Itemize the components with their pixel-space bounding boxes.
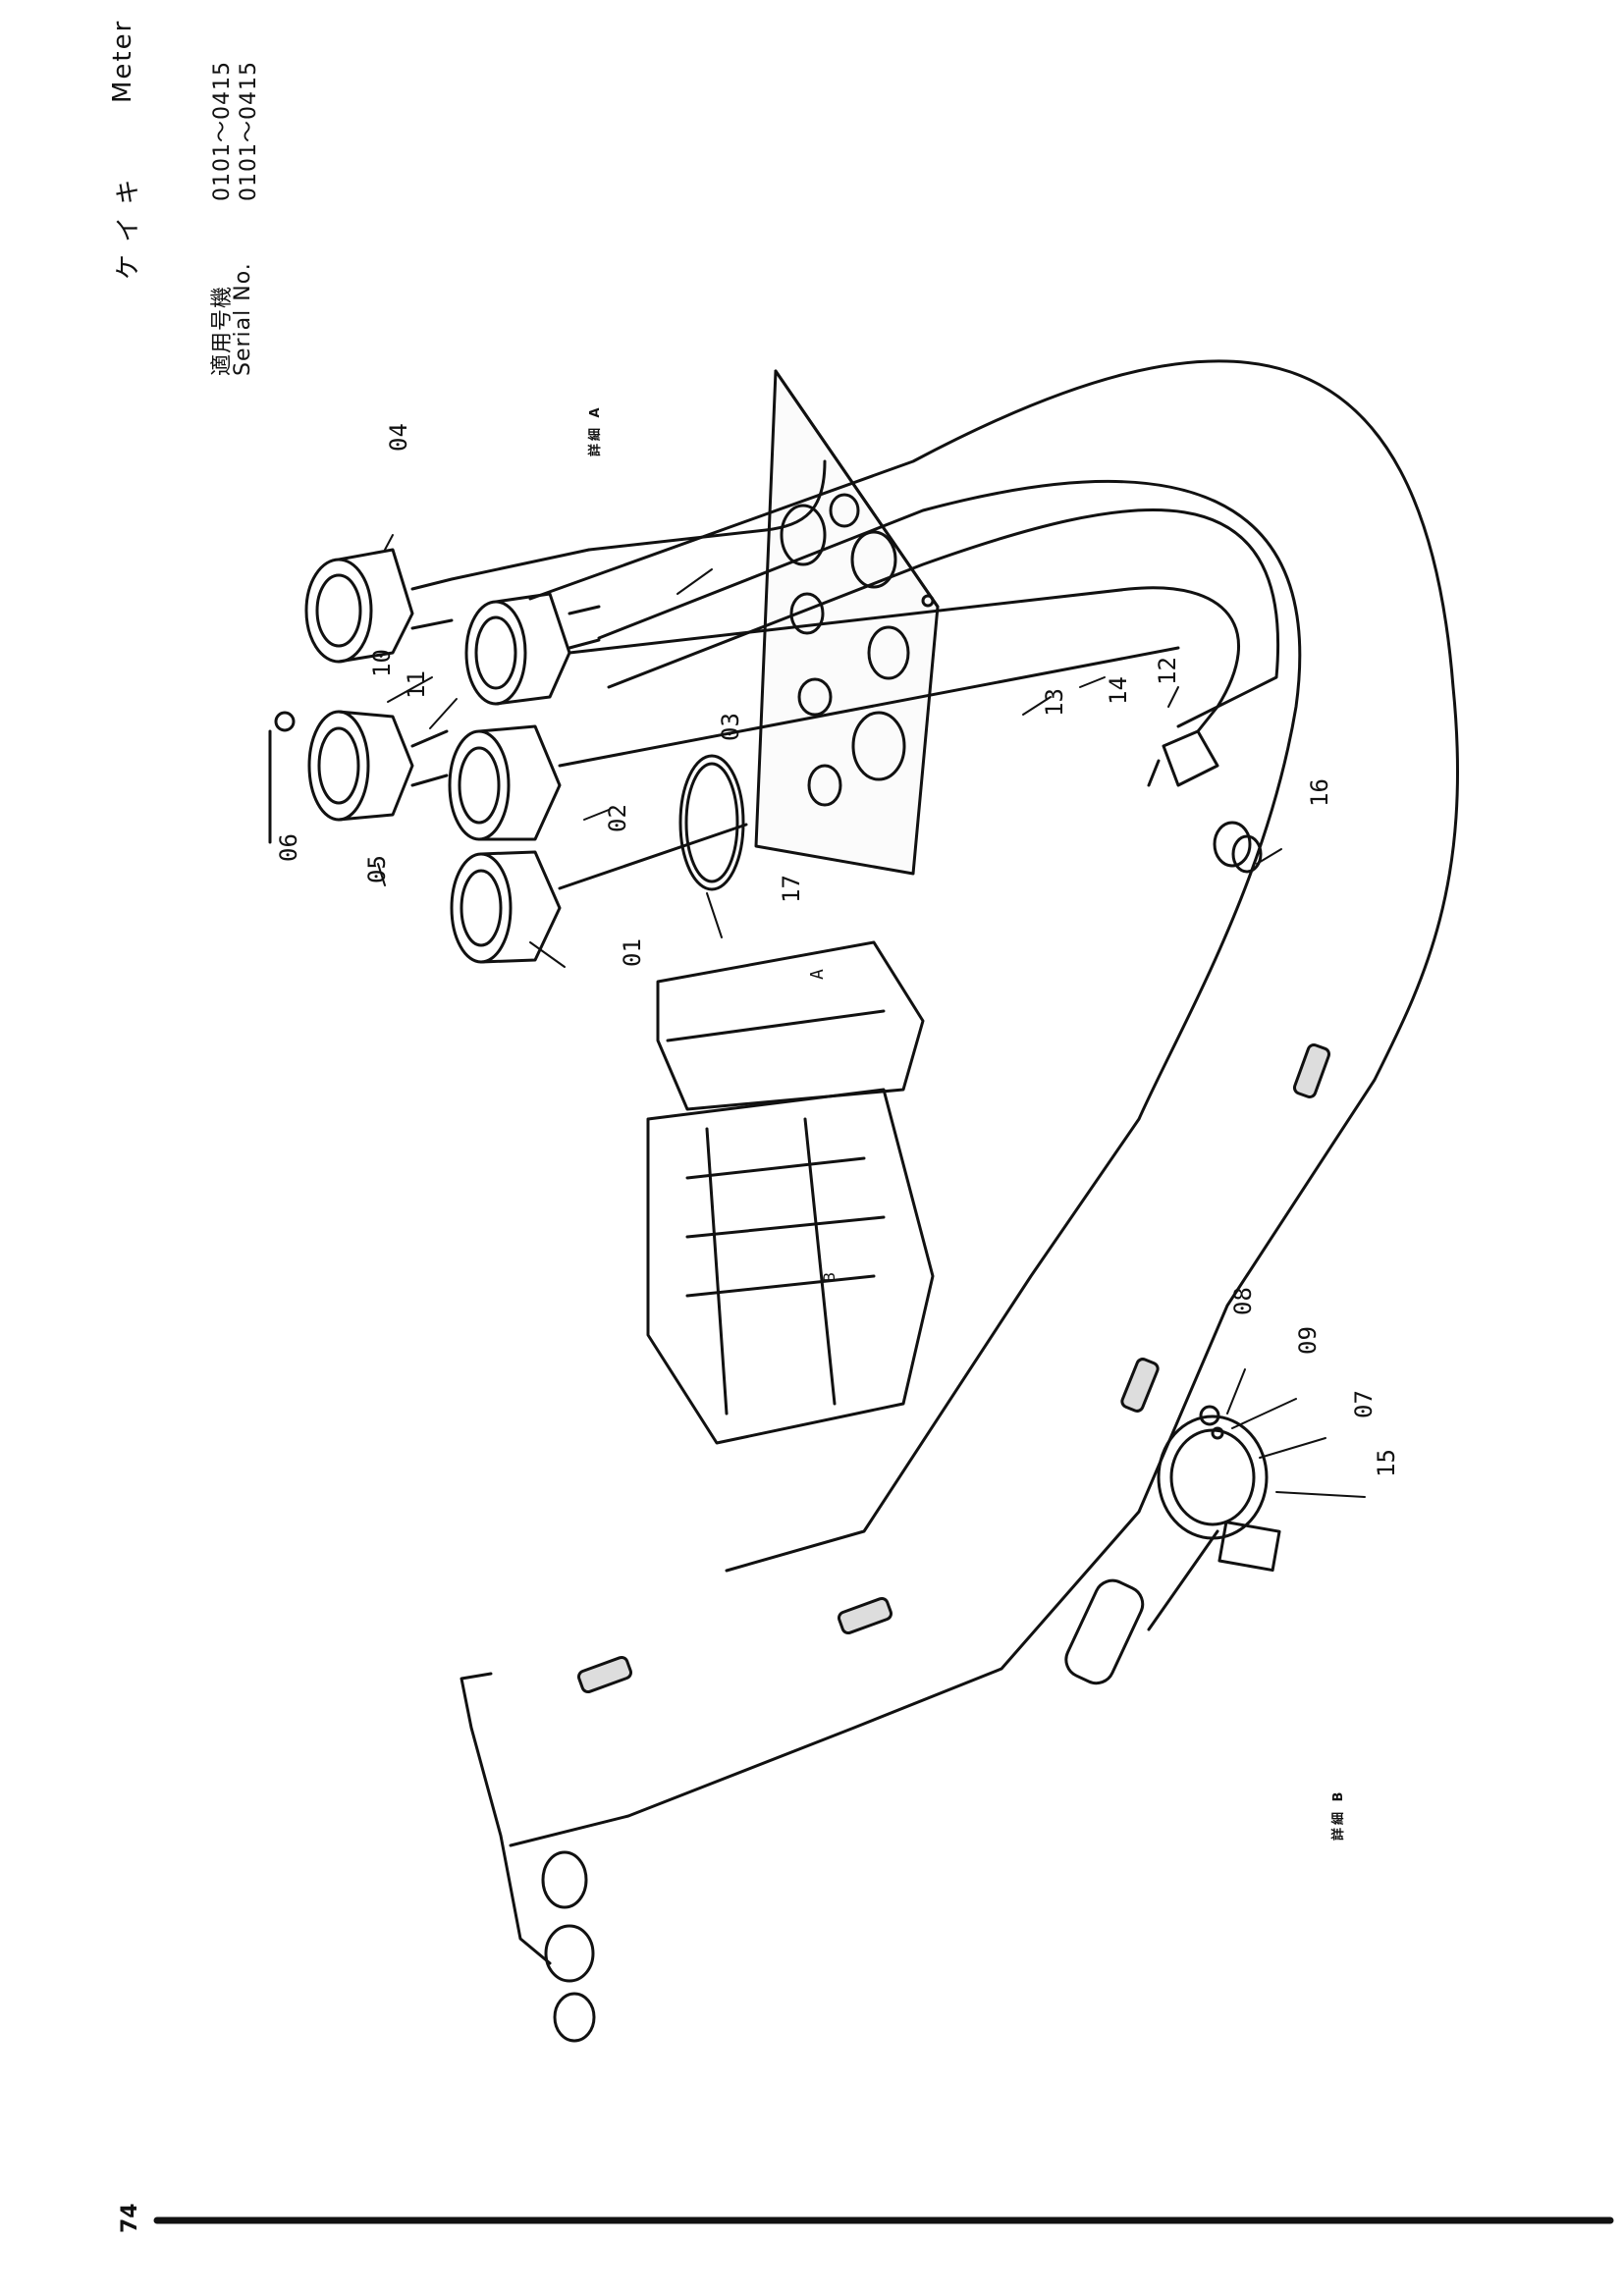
callout-17: 17	[778, 875, 805, 903]
callout-05: 05	[363, 855, 391, 883]
callout-07: 07	[1350, 1390, 1378, 1418]
callout-15: 15	[1373, 1449, 1400, 1477]
callout-02: 02	[604, 804, 631, 832]
inset-marker-a: A	[807, 969, 828, 980]
o-ring-17	[678, 754, 745, 891]
page-number: 74	[118, 2203, 142, 2233]
machine-body	[646, 940, 935, 1445]
callout-06: 06	[275, 833, 302, 862]
inset-marker-b: B	[820, 1272, 839, 1282]
callout-14: 14	[1105, 676, 1132, 705]
callout-10: 10	[368, 649, 396, 677]
callout-16: 16	[1306, 778, 1333, 807]
gauge-05	[307, 710, 449, 822]
callout-01: 01	[619, 938, 646, 967]
callout-08: 08	[1229, 1287, 1257, 1315]
nut-16	[1213, 821, 1263, 874]
callout-12: 12	[1154, 657, 1181, 685]
gauge-01	[450, 823, 748, 964]
callout-13: 13	[1041, 688, 1068, 717]
fitting-12	[1147, 729, 1219, 787]
screw-06	[268, 711, 296, 844]
callout-09: 09	[1294, 1326, 1322, 1355]
callout-11: 11	[403, 670, 430, 699]
gauge-03	[464, 592, 601, 706]
sensor-probe	[460, 1672, 596, 2043]
gauge-02	[448, 646, 1180, 841]
gauge-04	[304, 548, 591, 664]
callout-04: 04	[385, 423, 412, 452]
callout-03: 03	[717, 713, 744, 741]
cables	[509, 359, 1459, 1847]
sender-unit	[1064, 1405, 1281, 1685]
